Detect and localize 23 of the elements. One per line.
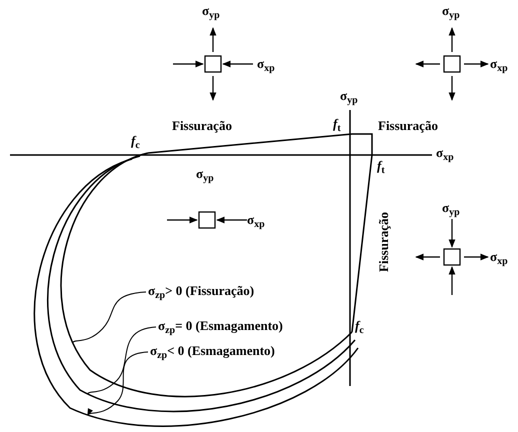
stress-label: σ$_{xp}$ (490, 249, 508, 264)
strength-label: f$_{c}$ (355, 318, 364, 333)
curve-label: σ$_{zp}$> 0 (Fissuração) (148, 283, 254, 298)
strength-label: f$_{t}$ (377, 158, 385, 173)
axis-label: σ$_{yp}$ (340, 88, 358, 103)
axis-label: σ$_{xp}$ (436, 145, 454, 160)
strength-label: f$_{c}$ (131, 133, 140, 148)
region-label: Fissuração (172, 118, 232, 133)
stress-label: σ$_{xp}$ (257, 56, 275, 71)
stress-label: σ$_{yp}$ (442, 3, 460, 18)
strength-label: f$_{t}$ (333, 116, 341, 131)
stress-label: σ$_{xp}$ (490, 56, 508, 71)
leader-line (72, 292, 146, 344)
stress-label: σ$_{xp}$ (247, 212, 265, 227)
stress-label: σ$_{yp}$ (196, 166, 214, 181)
region-label: Fissuração (376, 212, 391, 272)
leader-line (86, 326, 156, 394)
curve-label: σ$_{zp}$= 0 (Esmagamento) (158, 318, 283, 333)
curve-label: σ$_{zp}$< 0 (Esmagamento) (150, 343, 275, 358)
region-label: Fissuração (378, 118, 438, 133)
stress-label: σ$_{yp}$ (202, 3, 220, 18)
stress-label: σ$_{yp}$ (442, 200, 460, 215)
leader-line (87, 352, 148, 416)
